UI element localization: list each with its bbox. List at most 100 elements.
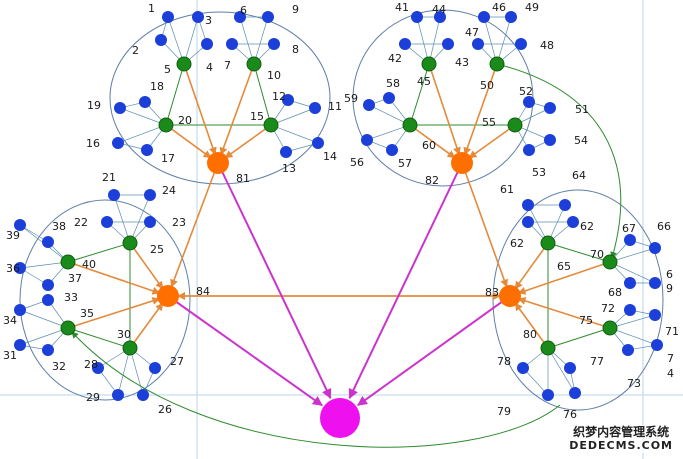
node-label: 84: [196, 285, 210, 298]
node-label: 45: [417, 75, 431, 88]
node-label: 59: [344, 92, 358, 105]
node-label: 49: [525, 1, 539, 14]
green-edges: [67, 63, 622, 448]
leaf-node: [309, 102, 321, 114]
node-label: 22: [74, 216, 88, 229]
node-label: 75: [579, 314, 593, 327]
node-label: 26: [158, 403, 172, 416]
hub-node: [158, 117, 174, 133]
node-label: 42: [388, 52, 402, 65]
green-edge: [164, 63, 185, 126]
node-label: 64: [572, 169, 586, 182]
leaf-edge: [129, 194, 151, 244]
node-label: 1: [148, 2, 155, 15]
node-label: 12: [272, 90, 286, 103]
node-label: 47: [465, 26, 479, 39]
cross-cluster-edge: [71, 331, 561, 448]
node-label: 8: [292, 43, 299, 56]
cluster-outline-1: [109, 11, 331, 185]
leaf-edge: [167, 16, 185, 65]
leaf-node: [649, 309, 661, 321]
leaf-node: [544, 102, 556, 114]
cluster-outline-4: [492, 189, 664, 411]
leaf-node: [523, 96, 535, 108]
hub-node: [540, 235, 556, 251]
leaf-node: [139, 96, 151, 108]
leaf-node: [14, 339, 26, 351]
leaf-node: [226, 38, 238, 50]
node-label: 46: [492, 1, 506, 14]
hub-node: [176, 56, 192, 72]
leaf-edge: [609, 314, 656, 329]
node-label: 53: [532, 166, 546, 179]
leaf-node: [234, 11, 246, 23]
aggregator-node: [157, 285, 179, 307]
node-label: 3: [205, 14, 212, 27]
leaf-node: [112, 389, 124, 401]
leaf-node: [478, 11, 490, 23]
leaf-node: [624, 277, 636, 289]
node-label: 6: [240, 4, 247, 17]
aggregator-node: [451, 152, 473, 174]
orange-edge: [183, 63, 217, 156]
leaf-edge: [547, 347, 576, 394]
orange-edge: [129, 242, 164, 290]
node-label: 56: [350, 156, 364, 169]
leaf-node: [42, 279, 54, 291]
orange-edge: [165, 124, 212, 159]
magenta-edge: [167, 295, 323, 407]
hub-node: [602, 320, 618, 336]
leaf-node: [523, 144, 535, 156]
orange-edge: [517, 261, 611, 295]
hub-node: [421, 56, 437, 72]
hub-node: [489, 56, 505, 72]
node-label: 24: [162, 184, 176, 197]
node-label: 76: [563, 408, 577, 421]
node-label: 50: [480, 79, 494, 92]
leaf-edge: [270, 107, 316, 126]
leaf-node: [42, 236, 54, 248]
leaf-edge: [129, 347, 144, 396]
green-edge: [67, 241, 131, 263]
leaf-node: [522, 199, 534, 211]
node-label: 83: [485, 286, 499, 299]
node-label: 55: [482, 116, 496, 129]
leaf-edge: [368, 104, 411, 126]
leaf-edge: [416, 16, 430, 65]
leaf-node: [472, 38, 484, 50]
node-label: 28: [84, 358, 98, 371]
leaf-node: [649, 242, 661, 254]
leaf-edge: [609, 261, 656, 284]
hub-node: [60, 320, 76, 336]
node-label: 41: [395, 1, 409, 14]
node-label: 11: [328, 100, 342, 113]
root-node: [320, 398, 360, 438]
leaf-edge: [609, 247, 656, 263]
leaf-node: [268, 38, 280, 50]
hub-node: [122, 235, 138, 251]
hub-node: [507, 117, 523, 133]
node-label: 81: [236, 172, 250, 185]
leaf-node: [559, 199, 571, 211]
hub-node: [60, 254, 76, 270]
leaf-edge: [19, 261, 69, 269]
node-label: 29: [86, 391, 100, 404]
leaf-node: [14, 262, 26, 274]
leaf-edge: [119, 107, 167, 126]
magenta-edge: [357, 295, 511, 406]
watermark-line1: 织梦内容管理系统: [567, 425, 675, 439]
green-edge: [547, 241, 611, 263]
orange-edge: [463, 63, 498, 156]
leaf-node: [42, 294, 54, 306]
leaf-edge: [496, 16, 512, 65]
orange-edge: [461, 162, 508, 288]
leaf-edge: [113, 194, 131, 244]
node-label: 15: [250, 110, 264, 123]
leaf-edge: [183, 16, 199, 65]
node-label: 27: [170, 355, 184, 368]
green-edge: [547, 326, 611, 349]
leaf-node: [622, 344, 634, 356]
leaf-edge: [253, 16, 269, 65]
node-label: 79: [497, 405, 511, 418]
leaf-node: [14, 304, 26, 316]
